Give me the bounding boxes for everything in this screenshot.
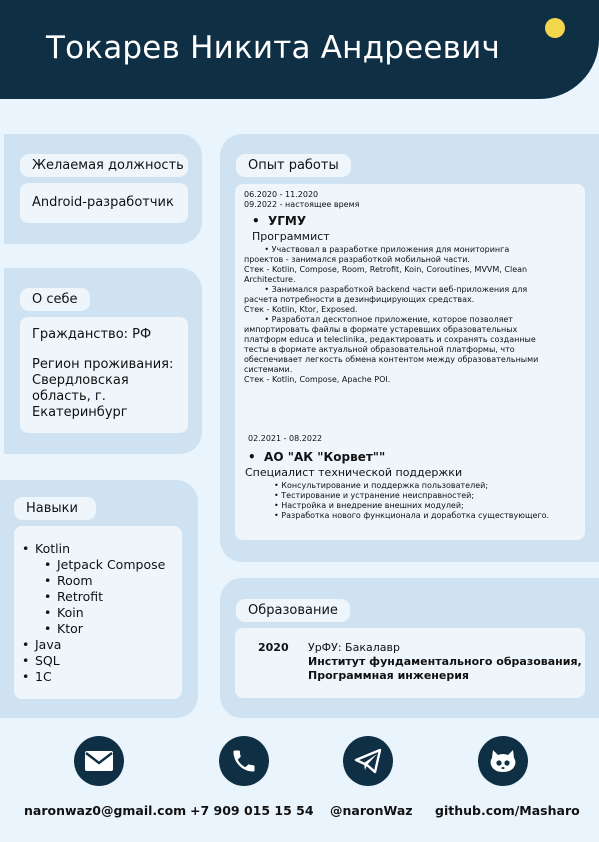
- job1-period1: 06.2020 - 11.2020: [244, 190, 319, 199]
- job1-line: платформ educa и teleclinika, редактиров…: [244, 335, 536, 344]
- job2-item-text: Тестирование и устранение неисправностей…: [281, 491, 475, 500]
- job1-line: тесты в формате актуальной образовательн…: [244, 345, 515, 354]
- phone-icon[interactable]: [219, 736, 269, 786]
- job1-company: • УГМУ: [252, 214, 307, 228]
- job2-position: Специалист технической поддержки: [245, 466, 463, 479]
- bullet: •: [274, 501, 282, 510]
- job1-line: обеспечивает легкость обмена контентом м…: [244, 355, 539, 364]
- education-label: Образование: [236, 599, 350, 622]
- job1-line: • Занимался разработкой backend части ве…: [244, 285, 528, 294]
- bullet: •: [274, 491, 282, 500]
- github-icon[interactable]: [478, 736, 528, 786]
- email-icon[interactable]: [74, 736, 124, 786]
- job1-line: расчета потребности в дезинфицирующих ср…: [244, 295, 475, 304]
- job2-item: • Разработка нового функционала и дорабо…: [274, 511, 588, 521]
- header: Токарев Никита Андреевич: [0, 0, 599, 99]
- bullet: •: [274, 481, 282, 490]
- job2-item: • Консультирование и поддержка пользоват…: [274, 481, 588, 491]
- about-panel: О себе Гражданство: РФ Регион проживания…: [4, 268, 202, 454]
- education-box: 2020 УрФУ: Бакалавр Институт фундаментал…: [235, 628, 585, 698]
- job2-item: • Тестирование и устранение неисправност…: [274, 491, 588, 501]
- region-line: область, г.: [32, 389, 106, 404]
- skill-item: Retrofit: [22, 589, 165, 605]
- contact-github[interactable]: github.com/Masharo: [435, 803, 580, 818]
- region-line: Регион проживания:: [32, 357, 174, 372]
- bullet: •: [274, 511, 282, 520]
- position-box: Android-разработчик: [20, 183, 188, 223]
- position-label: Желаемая должность: [20, 154, 188, 177]
- job1-line: проектов - занимался разработкой мобильн…: [244, 255, 470, 264]
- job2-company: • АО "АК "Корвет"": [248, 450, 386, 464]
- experience-box: 06.2020 - 11.2020 09.2022 - настоящее вр…: [235, 184, 585, 540]
- job1-line: Стек - Kotlin, Ktor, Exposed.: [244, 305, 358, 314]
- job1-line: импортировать файлы в формате устаревших…: [244, 325, 518, 334]
- position-panel: Желаемая должность Android-разработчик: [4, 134, 202, 244]
- experience-label: Опыт работы: [236, 154, 351, 177]
- education-institute: Институт фундаментального образования,: [308, 655, 582, 668]
- skill-item: SQL: [22, 653, 165, 669]
- job2-item-text: Настройка и внедрение внешних модулей;: [281, 501, 464, 510]
- job1-line: Стек - Kotlin, Compose, Room, Retrofit, …: [244, 265, 528, 274]
- skill-item: Room: [22, 573, 165, 589]
- skill-item: 1C: [22, 669, 165, 685]
- education-details: УрФУ: Бакалавр Институт фундаментального…: [308, 641, 582, 683]
- job1-period2: 09.2022 - настоящее время: [244, 200, 360, 209]
- job1-line: системами.: [244, 365, 293, 374]
- job1-line: • Участвовал в разработке приложения для…: [244, 245, 510, 254]
- citizenship: Гражданство: РФ: [32, 327, 152, 342]
- job1: 06.2020 - 11.2020 09.2022 - настоящее вр…: [244, 190, 584, 385]
- education-year: 2020: [258, 641, 289, 654]
- position-value: Android-разработчик: [32, 195, 174, 210]
- education-degree: УрФУ: Бакалавр: [308, 641, 400, 654]
- job2-responsibilities: • Консультирование и поддержка пользоват…: [248, 481, 588, 521]
- contact-email[interactable]: naronwaz0@gmail.com: [24, 803, 187, 818]
- about-text: Гражданство: РФ Регион проживания: Сверд…: [32, 327, 173, 421]
- about-box: Гражданство: РФ Регион проживания: Сверд…: [20, 317, 188, 433]
- accent-dot: [545, 18, 565, 38]
- education-program: Программная инженерия: [308, 669, 469, 682]
- job2: 02.2021 - 08.2022 • АО "АК "Корвет"" Спе…: [245, 434, 588, 521]
- job1-description: • Участвовал в разработке приложения для…: [244, 245, 584, 385]
- job2-item-text: Разработка нового функционала и доработк…: [281, 511, 550, 520]
- skill-item: Koin: [22, 605, 165, 621]
- skill-item: Jetpack Compose: [22, 557, 165, 573]
- job2-item-text: Консультирование и поддержка пользовател…: [281, 481, 489, 490]
- job2-item: • Настройка и внедрение внешних модулей;: [274, 501, 588, 511]
- job1-position: Программист: [252, 230, 330, 243]
- region-line: Екатеринбург: [32, 405, 128, 420]
- skills-list: KotlinJetpack ComposeRoomRetrofitKoinKto…: [22, 541, 165, 685]
- telegram-icon[interactable]: [343, 736, 393, 786]
- skill-item: Java: [22, 637, 165, 653]
- job1-line: Стек - Kotlin, Compose, Apache POI.: [244, 375, 391, 384]
- job1-line: Architecture.: [244, 275, 296, 284]
- education-panel: Образование 2020 УрФУ: Бакалавр Институт…: [220, 578, 599, 718]
- skill-item: Kotlin: [22, 541, 165, 557]
- about-label: О себе: [20, 288, 90, 311]
- job2-period: 02.2021 - 08.2022: [248, 434, 323, 443]
- contact-phone[interactable]: +7 909 015 15 54: [190, 803, 314, 818]
- skill-item: Ktor: [22, 621, 165, 637]
- region-line: Свердловская: [32, 373, 129, 388]
- skills-box: KotlinJetpack ComposeRoomRetrofitKoinKto…: [14, 526, 182, 699]
- job1-line: • Разработал десктопное приложение, кото…: [244, 315, 513, 324]
- skills-panel: Навыки KotlinJetpack ComposeRoomRetrofit…: [0, 480, 198, 718]
- person-name: Токарев Никита Андреевич: [46, 30, 500, 66]
- experience-panel: Опыт работы 06.2020 - 11.2020 09.2022 - …: [220, 134, 599, 562]
- contact-telegram[interactable]: @naronWaz: [330, 803, 413, 818]
- skills-label: Навыки: [14, 497, 96, 520]
